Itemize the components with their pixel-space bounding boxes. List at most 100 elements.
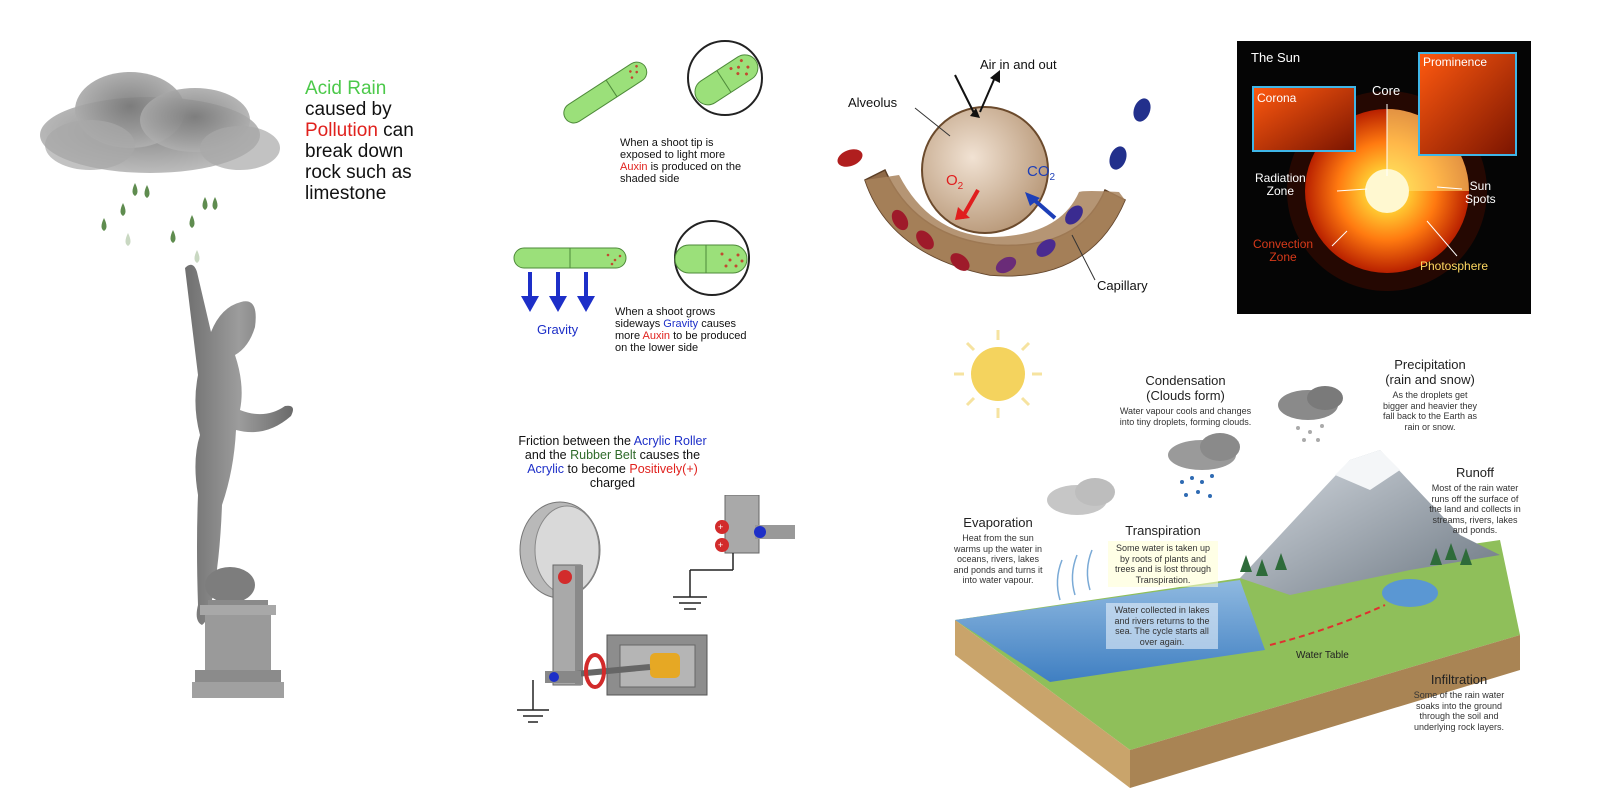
sun-panel [1237, 41, 1531, 314]
convection-zone-label: Convection Zone [1253, 238, 1313, 264]
caption-fragment: to be produced [670, 330, 747, 342]
auxin-gravity-caption: When a shoot grows sideways Gravity caus… [615, 306, 775, 354]
label-title: Runoff [1455, 465, 1495, 480]
acid-rain-line: rock such as [305, 162, 412, 183]
core-label: Core [1372, 83, 1401, 98]
water-cycle-illustration [954, 330, 1520, 788]
capillary-label: Capillary [1097, 278, 1148, 293]
caption-line: When a shoot grows [615, 306, 716, 318]
caption-fragment: more [615, 330, 643, 342]
caption-fragment: Friction between the [518, 434, 634, 448]
ground-symbol [517, 680, 549, 723]
acid-rain-illustration [40, 72, 293, 698]
label-line: trees and is lost through [1114, 564, 1212, 574]
auxin-word: Auxin [620, 161, 648, 173]
photosphere-label: Photosphere [1420, 259, 1489, 273]
label-line: warms up the water in [953, 543, 1043, 554]
label-line: by roots of plants and [1119, 553, 1207, 564]
caption-line: more Auxin to be produced [615, 330, 775, 342]
caption-fragment: and the [524, 448, 571, 462]
sun-icon [954, 330, 1042, 418]
svg-text:+: + [718, 540, 723, 550]
caption-line: on the lower side [615, 342, 699, 354]
alveolus-illustration [837, 70, 1151, 281]
condensation-label: Condensation (Clouds form) Water vapour … [1108, 373, 1263, 427]
label-line: fall back to the Earth as [1382, 411, 1478, 421]
label-line: and rivers returns to the [1114, 615, 1210, 626]
label-line: soaks into the ground [1415, 700, 1503, 711]
caption-fragment: to become [564, 462, 630, 476]
infiltration-label: Infiltration Some of the rain water soak… [1404, 672, 1514, 732]
zoom-circle-2 [674, 220, 750, 296]
zoom-circle-1 [687, 40, 763, 116]
label-title: Infiltration [1430, 672, 1488, 687]
acid-rain-caption: Acid Rain caused by Pollution can break … [305, 78, 505, 204]
label-line: Most of the rain water [1431, 483, 1519, 493]
evaporation-label: Evaporation Heat from the sun warms up t… [948, 515, 1048, 586]
label-line: rain or snow. [1404, 421, 1456, 432]
o2-label: O2 [946, 172, 963, 192]
caption-fragment: sideways [615, 318, 664, 330]
gravity-label: Gravity [537, 322, 579, 337]
acrylic-word: Acrylic [527, 462, 565, 476]
label-line: Convection [1253, 237, 1314, 251]
sun-illustration [1252, 52, 1517, 291]
caption-fragment: causes the [636, 448, 701, 462]
friction-caption: Friction between the Acrylic Roller and … [505, 434, 720, 490]
caption-line: and the Rubber Belt causes the [505, 448, 720, 462]
label-line: Zone [1269, 250, 1297, 264]
caption-line: sideways Gravity causes [615, 318, 775, 330]
label-title: Transpiration [1125, 523, 1201, 538]
rubber-belt-word: Rubber Belt [570, 448, 637, 462]
caption-line: When a shoot tip is [620, 137, 714, 149]
label-line: runs off the surface of [1431, 493, 1519, 504]
alveolus-panel [820, 50, 1200, 310]
generator-illustration: + + [517, 494, 795, 723]
label-line: oceans, rivers, lakes [956, 554, 1040, 564]
cloud-icon [1047, 386, 1343, 515]
acid-rain-fragment: can [377, 120, 414, 141]
label-title: (Clouds form) [1146, 388, 1225, 403]
air-label: Air in and out [980, 57, 1057, 72]
water-cycle-panel [940, 310, 1580, 790]
label-line: over again. [1139, 636, 1185, 647]
label-line: into water vapour. [962, 575, 1034, 585]
auxin-word: Auxin [642, 330, 671, 342]
acid-rain-line: break down [305, 141, 404, 162]
runoff-label: Runoff Most of the rain water runs off t… [1420, 465, 1530, 536]
label-line: Some of the rain water [1413, 690, 1505, 700]
auxin-light-caption: When a shoot tip is exposed to light mor… [620, 137, 780, 185]
shoot-illustration [513, 40, 763, 312]
acid-rain-line: limestone [305, 183, 387, 204]
label-line: Heat from the sun [962, 533, 1034, 543]
label-line: Some water is taken up [1115, 543, 1211, 553]
positive-word: Positively(+) [629, 462, 698, 476]
label-line: into tiny droplets, forming clouds. [1119, 416, 1252, 427]
label-title: Precipitation [1394, 357, 1466, 372]
charge-inset: + + [673, 494, 795, 610]
statue-illustration [185, 264, 293, 698]
transpiration-label: Transpiration Some water is taken up by … [1108, 523, 1218, 587]
caption-line: charged [589, 476, 636, 490]
acid-rain-title: Acid Rain [305, 78, 387, 99]
acid-rain-line: Pollution can [305, 120, 505, 141]
svg-text:+: + [718, 522, 723, 532]
cloud-icon [40, 72, 280, 173]
gravity-arrows [521, 272, 595, 312]
caption-line: shaded side [620, 173, 680, 185]
label-line: the land and collects in [1429, 504, 1521, 514]
label-line: bigger and heavier they [1382, 400, 1478, 411]
caption-line: exposed to light more [620, 149, 726, 161]
acrylic-roller-word: Acrylic Roller [633, 434, 707, 448]
caption-fragment: is produced on the [647, 161, 742, 173]
caption-line: Acrylic to become Positively(+) [505, 462, 720, 476]
acid-rain-line: caused by [305, 99, 392, 120]
o2-subscript: 2 [957, 181, 964, 192]
label-title: (rain and snow) [1385, 372, 1475, 387]
corona-label: Corona [1257, 91, 1297, 105]
van-de-graaff-panel: + + [505, 494, 805, 735]
label-line: underlying rock layers. [1413, 721, 1505, 732]
prominence-label: Prominence [1423, 55, 1488, 69]
label-line: As the droplets get [1392, 390, 1468, 400]
label-line: Transpiration. [1135, 574, 1191, 585]
